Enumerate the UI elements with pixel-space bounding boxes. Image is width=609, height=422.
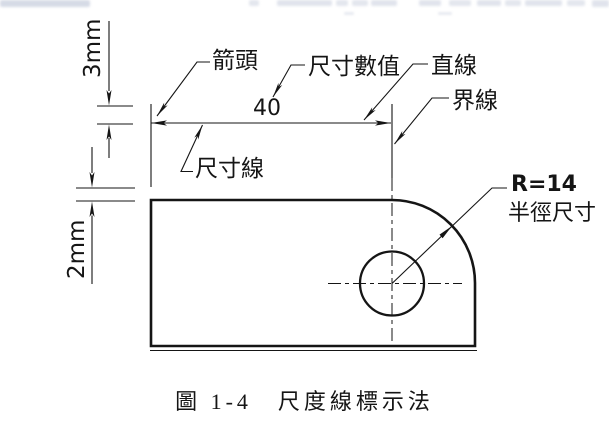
scan-artifact bbox=[249, 0, 259, 6]
callout-boundary-line: 界線 bbox=[452, 88, 498, 113]
scan-artifact bbox=[592, 0, 609, 7]
radius-value-text: R=14 bbox=[511, 172, 577, 197]
dimension-arrowhead-right bbox=[375, 120, 391, 126]
leader-boundary-line-label bbox=[394, 97, 449, 145]
scan-artifact bbox=[0, 0, 90, 7]
callout-dimension-value: 尺寸數值 bbox=[308, 54, 400, 79]
callout-arrowhead: 箭頭 bbox=[212, 48, 258, 73]
scan-artifact bbox=[438, 12, 452, 15]
leader-radius bbox=[391, 187, 507, 284]
scan-artifact bbox=[371, 0, 397, 6]
scan-artifact bbox=[419, 0, 441, 6]
figure-caption: 圖 1-4 尺度線標示法 bbox=[175, 389, 434, 414]
scan-artifact bbox=[277, 0, 332, 6]
gap-2mm-label: 2mm bbox=[64, 219, 90, 279]
gap3-arrow-up bbox=[106, 124, 112, 140]
dimension-value-text: 40 bbox=[253, 96, 281, 121]
scan-artifact bbox=[505, 0, 521, 6]
scan-artifact bbox=[344, 12, 354, 15]
callout-dimension-line: 尺寸線 bbox=[195, 156, 264, 181]
leader-arrowhead-label bbox=[156, 61, 210, 117]
callout-radius-dimension: 半徑尺寸 bbox=[508, 200, 597, 225]
callout-straight-line: 直線 bbox=[431, 53, 477, 78]
scan-artifact bbox=[567, 0, 585, 6]
leader-dimension-value-label bbox=[272, 64, 305, 98]
dimension-arrowhead-left bbox=[151, 120, 167, 126]
part-outline bbox=[149, 198, 477, 348]
radius-leader-arrowhead bbox=[439, 226, 452, 239]
leader-dimension-line-label bbox=[180, 124, 203, 173]
scan-artifact bbox=[449, 0, 471, 6]
gap2-arrow-down bbox=[89, 172, 95, 188]
gap3-arrow-down bbox=[106, 90, 112, 106]
scan-artifact bbox=[336, 0, 348, 6]
scan-artifact bbox=[477, 0, 501, 6]
leader-straight-line-label bbox=[363, 63, 428, 121]
gap-3mm-label: 3mm bbox=[80, 18, 106, 78]
gap2-arrow-up bbox=[89, 201, 95, 217]
scan-artifact bbox=[352, 0, 368, 6]
scan-artifact bbox=[525, 0, 562, 6]
